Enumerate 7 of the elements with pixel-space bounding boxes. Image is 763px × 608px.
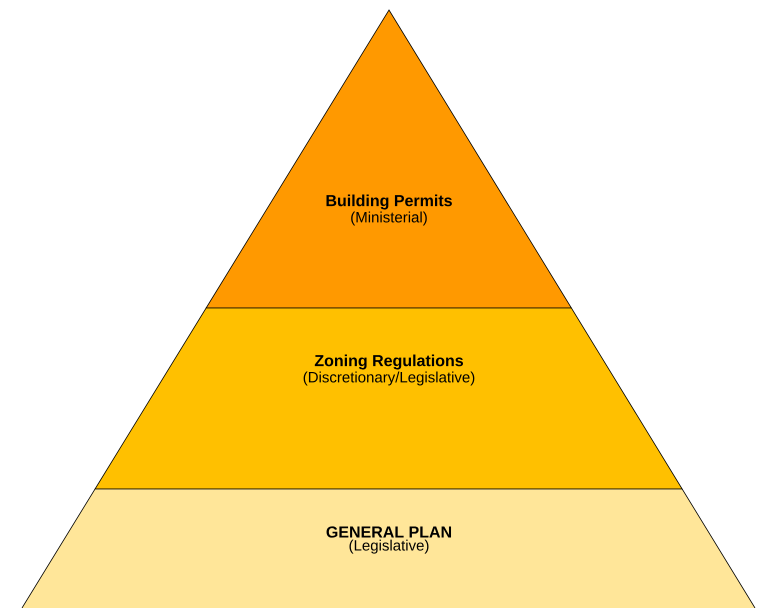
tier-subtitle: (Legislative): [350, 540, 428, 554]
tier-title: Zoning Regulations: [314, 354, 463, 370]
tier-title: GENERAL PLAN: [326, 526, 452, 538]
tier-title: Building Permits: [326, 194, 452, 210]
tier-subtitle: (Ministerial): [351, 212, 427, 226]
tier-subtitle: (Discretionary/Legislative): [304, 372, 474, 386]
pyramid-tier: [22, 488, 756, 608]
